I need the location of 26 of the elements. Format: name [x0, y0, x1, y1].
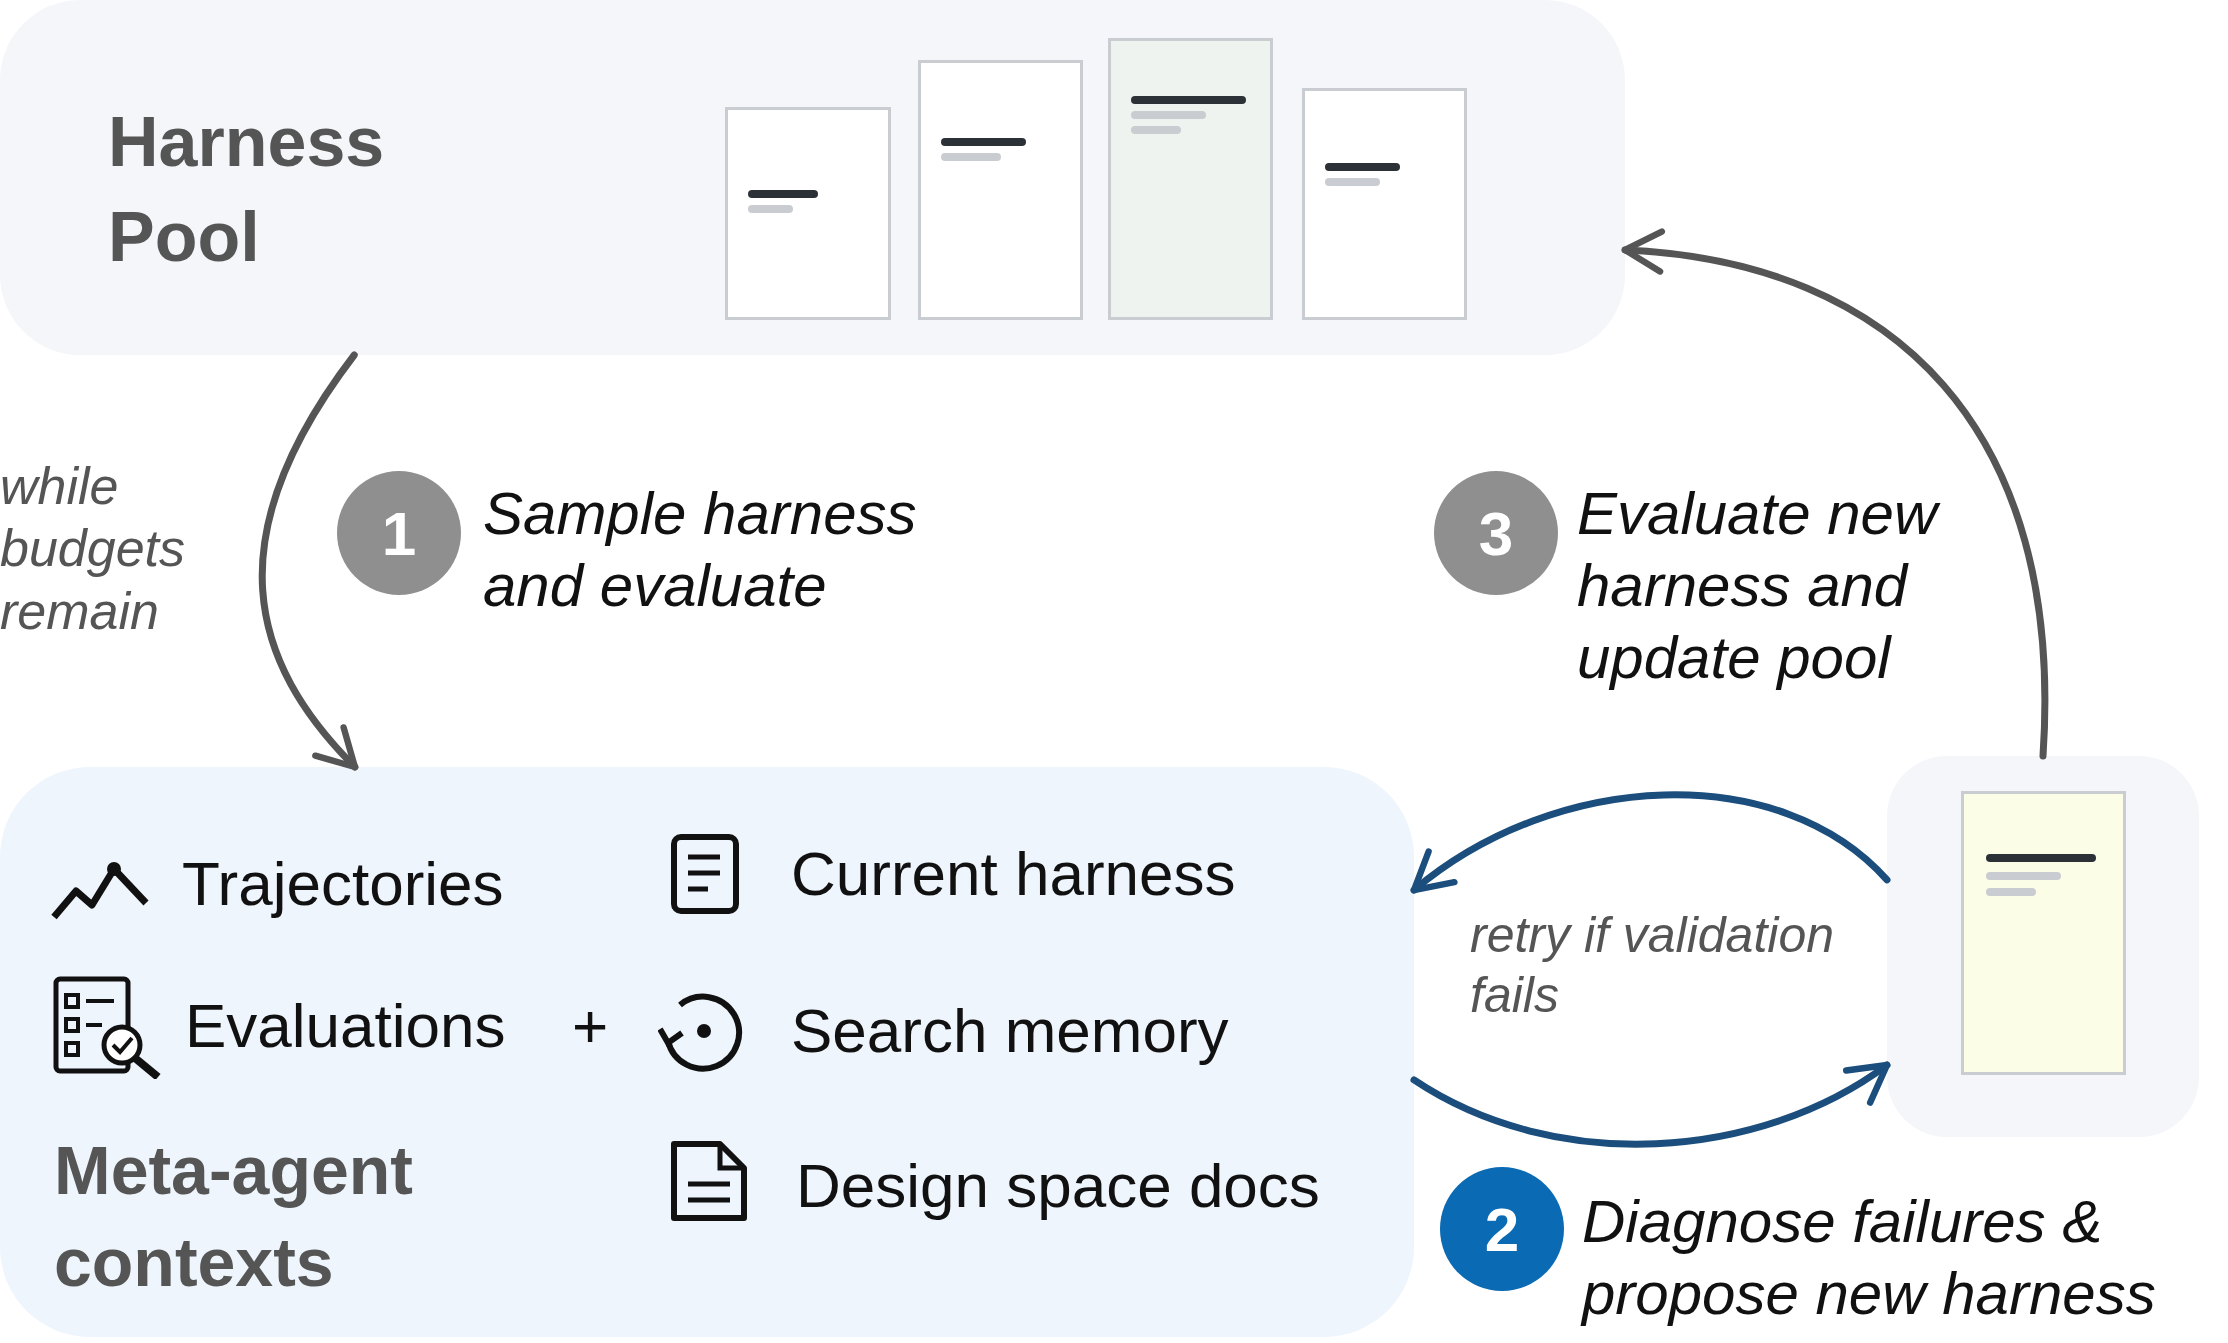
- document-thumbnail: [1108, 38, 1273, 320]
- context-item: Trajectories: [182, 848, 504, 919]
- step-badge: 3: [1434, 471, 1558, 595]
- document-thumbnail: [725, 107, 891, 320]
- step-badge: 1: [337, 471, 461, 595]
- curved-arrow: [1621, 230, 2049, 760]
- document-thumbnail: [1302, 88, 1467, 320]
- context-panel: [0, 767, 1414, 1337]
- context-item: Design space docs: [796, 1150, 1320, 1221]
- step-caption: Diagnose failures & propose new harness: [1582, 1187, 2157, 1329]
- curved-arrow: [259, 351, 359, 771]
- curved-arrow: [1410, 791, 1891, 894]
- step-caption: Evaluate new harness and update pool: [1577, 478, 2017, 694]
- context-item: Search memory: [791, 995, 1229, 1066]
- panel-heading: Meta-agent contexts: [54, 1131, 414, 1302]
- card-panel: [1887, 756, 2199, 1137]
- step-badge: 2: [1440, 1167, 1564, 1291]
- context-item: Current harness: [791, 838, 1236, 909]
- document-thumbnail: [918, 60, 1083, 320]
- curved-arrow: [1410, 1061, 1891, 1148]
- context-item: Evaluations: [185, 990, 506, 1061]
- plus-sign: +: [572, 990, 609, 1061]
- step-caption: Sample harness and evaluate: [483, 479, 918, 621]
- harness-pool-panel: [0, 0, 1625, 355]
- panel-heading: Harness Pool: [108, 102, 386, 278]
- document-thumbnail: [1961, 791, 2126, 1075]
